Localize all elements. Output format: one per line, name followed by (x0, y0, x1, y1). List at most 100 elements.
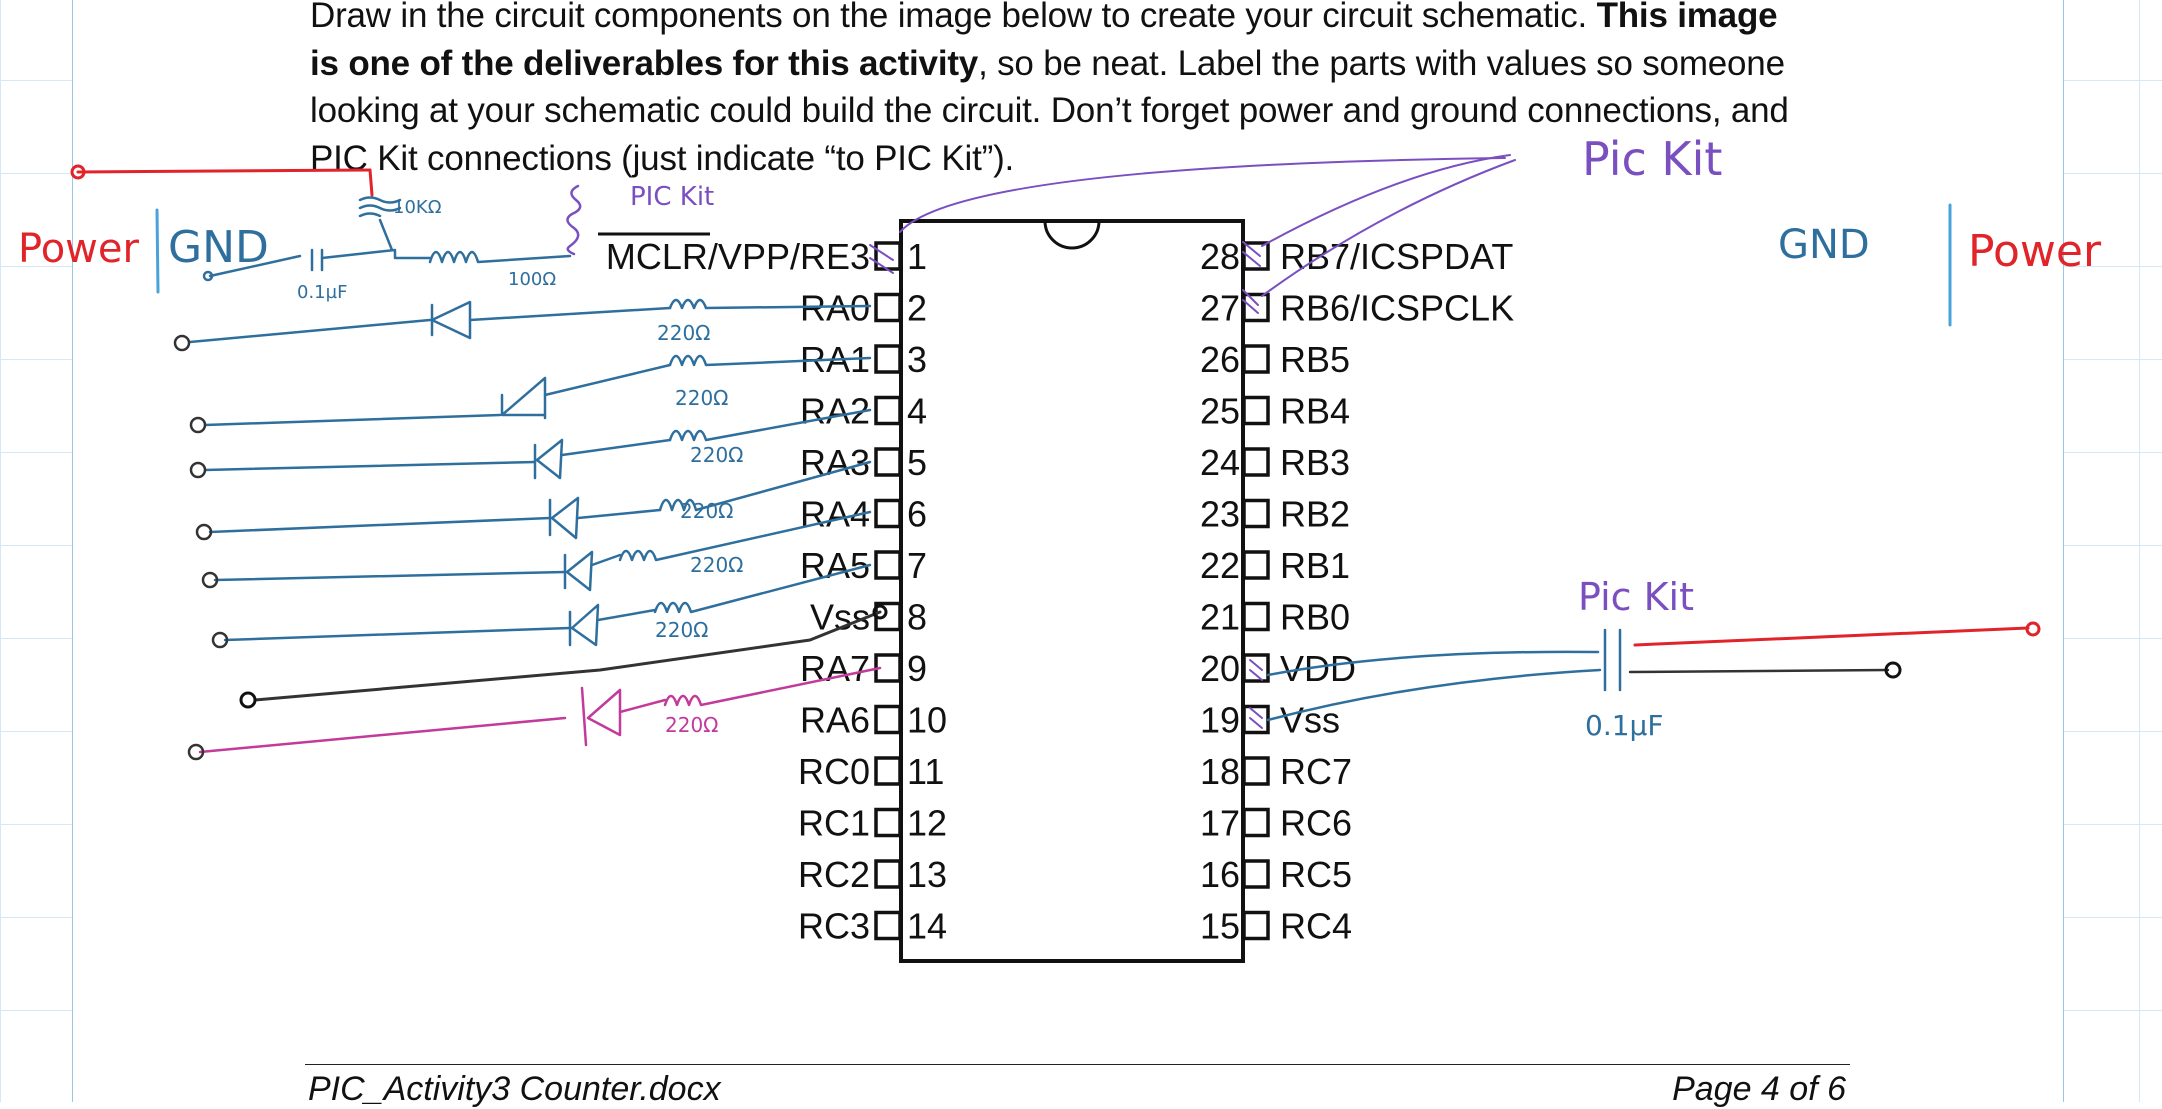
label-pickit-top: PIC Kit (630, 182, 714, 212)
wire-gnd-cap (208, 254, 302, 278)
pin-pad (874, 910, 902, 941)
divider-left (155, 208, 160, 294)
pin-pad (1242, 395, 1270, 426)
chip-pin-right-26: 26 RB5 (1200, 339, 1350, 380)
label-res-10k: 10KΩ (393, 197, 442, 218)
label-res-220-4: 220Ω (680, 499, 733, 523)
pin-name: RA0 (800, 288, 870, 329)
pin-pad (1242, 601, 1270, 632)
label-res-220-6: 220Ω (655, 618, 708, 642)
pin-number: 18 (1200, 751, 1240, 792)
chip-pin-left-12: RC1 12 (798, 803, 947, 844)
pin-number: 28 (1200, 236, 1240, 277)
power-terminal-left (70, 164, 86, 180)
wire-cap-res (320, 248, 432, 260)
pin-number: 12 (907, 803, 947, 844)
pin-pad (1242, 498, 1270, 529)
pin-name: RB5 (1280, 339, 1350, 380)
pin-name: MCLR/VPP/RE3 (606, 236, 870, 277)
pin-number: 23 (1200, 494, 1240, 535)
gnd-wire-vss (253, 610, 882, 702)
ic-notch (1043, 220, 1101, 250)
chip-pin-right-28: 28 RB7/ICSPDAT (1200, 236, 1513, 277)
pin-number: 15 (1200, 906, 1240, 947)
pin-number: 8 (907, 597, 927, 638)
led-terminal-4 (195, 523, 213, 541)
footer-rule (305, 1064, 1850, 1065)
pin-name: RB7/ICSPDAT (1280, 236, 1513, 277)
pin-pad (874, 807, 902, 838)
led-row-ra2 (203, 408, 872, 480)
label-res-220-5: 220Ω (690, 553, 743, 577)
pin-pad (1242, 910, 1270, 941)
pin-number: 13 (907, 854, 947, 895)
led-terminal-5 (201, 571, 219, 589)
led-row-ra3 (208, 460, 872, 540)
pin-name: RC1 (798, 803, 870, 844)
label-res-220-1: 220Ω (657, 321, 710, 345)
power-wire-right (1633, 626, 2030, 647)
chip-pin-right-23: 23 RB2 (1200, 494, 1350, 535)
pin-pad (874, 859, 902, 889)
chip-pin-left-8: Vss 8 (810, 597, 927, 638)
led-terminal-1 (173, 334, 191, 352)
pin-number: 20 (1200, 648, 1240, 689)
resistor-100 (428, 250, 572, 264)
pin-number: 5 (907, 442, 927, 483)
led-row-ra7 (198, 666, 882, 754)
chip-pin-right-20: 20 VDD (1200, 648, 1356, 689)
pin-name: RB4 (1280, 391, 1350, 432)
pin-pad (1242, 653, 1270, 683)
label-cap-left: 0.1µF (297, 282, 347, 303)
pin-name: Vss (810, 597, 870, 638)
pin-name: RB3 (1280, 442, 1350, 483)
pickit-wires-top (869, 154, 1516, 314)
label-power-left: Power (18, 226, 139, 272)
pin-name: RB2 (1280, 494, 1350, 535)
pin-name: RC0 (798, 751, 870, 792)
pin-number: 14 (907, 906, 947, 947)
gnd-terminal-vss (239, 691, 257, 709)
footer-page-number: Page 4 of 6 (1672, 1070, 1846, 1108)
gnd-terminal-left (202, 270, 214, 282)
chip-pin-left-5: RA3 5 (800, 442, 927, 483)
pin-number: 26 (1200, 339, 1240, 380)
resistor-10k (358, 196, 402, 218)
pin-pad (1242, 756, 1270, 786)
led-row-ra4 (213, 510, 872, 592)
pin-pad (874, 395, 902, 426)
gnd-wire-right (1628, 668, 1890, 674)
pin-pad (874, 344, 902, 374)
brace-pickit (566, 184, 582, 256)
gnd-terminal-right (1884, 661, 1902, 679)
led-row-ra5 (223, 563, 872, 647)
pin-name: VDD (1280, 648, 1356, 689)
pin-name: RA3 (800, 442, 870, 483)
pin-name: RB0 (1280, 597, 1350, 638)
pin-number: 25 (1200, 391, 1240, 432)
pin-number: 6 (907, 494, 927, 535)
pin-pad (1242, 859, 1270, 889)
footer-filename: PIC_Activity3 Counter.docx (308, 1070, 721, 1108)
led-row-ra0 (188, 298, 872, 344)
led-row-ra1 (203, 354, 872, 427)
pin-number: 1 (907, 236, 927, 277)
pin-name: RC5 (1280, 854, 1352, 895)
pin-number: 19 (1200, 700, 1240, 741)
pin-number: 17 (1200, 803, 1240, 844)
